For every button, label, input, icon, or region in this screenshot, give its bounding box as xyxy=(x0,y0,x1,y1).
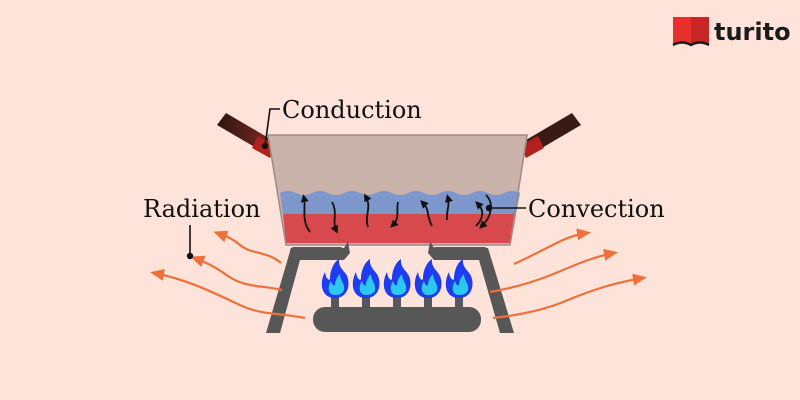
flame-icon xyxy=(414,259,442,298)
pot-handle-right xyxy=(520,113,581,158)
convection-arrow-icon xyxy=(445,194,453,221)
radiation-arrow-icon xyxy=(150,269,306,320)
radiation-label: Radiation xyxy=(143,195,261,223)
burner xyxy=(313,293,481,332)
water-lower-layer xyxy=(283,214,516,243)
turito-logo[interactable]: turito xyxy=(672,17,791,47)
radiation-arrow-icon xyxy=(213,230,282,264)
conduction-label: Conduction xyxy=(282,96,422,124)
convection-arrow-icon xyxy=(330,201,338,234)
radiation-arrow-icon xyxy=(489,248,618,294)
flame-icon xyxy=(321,259,349,298)
stove-stand xyxy=(266,241,514,333)
flames xyxy=(321,259,473,298)
convection-arrow-icon xyxy=(420,200,433,227)
radiation-arrow-icon xyxy=(492,273,647,320)
convection-arrow-icon xyxy=(300,194,311,233)
radiation-arrow-icon xyxy=(190,255,283,292)
flame-icon xyxy=(352,259,380,298)
flame-icon xyxy=(383,259,411,298)
label-radiation: Radiation xyxy=(143,195,261,260)
book-icon xyxy=(672,17,710,47)
convection-arrow-icon xyxy=(475,201,484,227)
label-convection: Convection xyxy=(485,195,665,223)
radiation-arrow-icon xyxy=(513,228,591,266)
convection-arrow-icon xyxy=(390,201,399,228)
convection-label: Convection xyxy=(528,195,665,223)
logo-text: turito xyxy=(714,18,791,46)
water-upper-layer xyxy=(280,191,520,214)
flame-icon xyxy=(445,259,473,298)
label-conduction: Conduction xyxy=(261,96,422,150)
pot-outline xyxy=(267,134,528,246)
convection-arrow-icon xyxy=(364,193,372,228)
